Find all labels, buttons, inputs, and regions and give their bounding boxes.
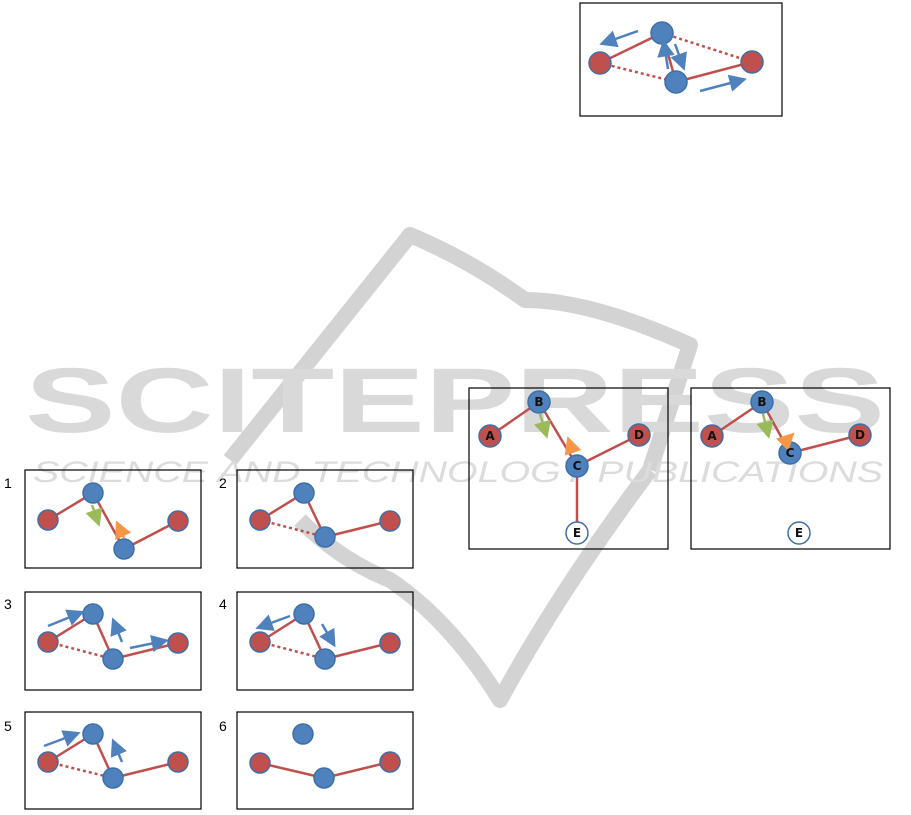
node-label: A <box>707 429 717 443</box>
panel-number: 2 <box>219 475 227 491</box>
red-node <box>741 51 763 73</box>
blue-node <box>114 539 134 559</box>
red-node <box>168 511 188 531</box>
blue-node <box>315 527 335 547</box>
blue-node <box>315 649 335 669</box>
node-label: C <box>786 446 795 460</box>
attraction-arrow-green <box>92 505 98 522</box>
movement-arrow <box>700 80 742 91</box>
node-label: C <box>573 459 582 473</box>
blue-node <box>665 71 687 93</box>
edge <box>676 62 752 82</box>
edge-dotted <box>600 63 676 82</box>
movement-arrow <box>114 743 122 762</box>
panel-5: 5 <box>4 712 201 809</box>
red-node <box>250 753 270 773</box>
blue-node <box>651 22 673 44</box>
blue-node <box>103 768 123 788</box>
blue-node <box>103 649 123 669</box>
node-label: E <box>795 526 803 540</box>
node-label: E <box>573 526 581 540</box>
blue-node <box>83 604 103 624</box>
red-node <box>380 633 400 653</box>
blue-node <box>83 724 103 744</box>
node-label: B <box>534 395 543 409</box>
node-label: D <box>855 428 865 442</box>
panel-number: 4 <box>219 596 227 612</box>
red-node <box>250 632 270 652</box>
blue-node <box>293 724 313 744</box>
red-node <box>168 752 188 772</box>
panel-3: 3 <box>4 592 201 690</box>
blue-node <box>294 483 314 503</box>
movement-arrow <box>322 624 333 643</box>
red-node <box>380 511 400 531</box>
red-node <box>380 752 400 772</box>
watermark: SCITEPRESS SCIENCE AND TECHNOLOGY PUBLIC… <box>25 235 885 700</box>
panel-number: 3 <box>4 596 12 612</box>
red-node <box>38 632 58 652</box>
node-label: B <box>757 395 766 409</box>
red-node <box>168 633 188 653</box>
blue-node <box>83 483 103 503</box>
movement-arrow <box>114 622 122 642</box>
node-label: D <box>634 428 644 442</box>
red-node <box>589 52 611 74</box>
blue-node <box>294 604 314 624</box>
blue-node <box>314 768 334 788</box>
red-node <box>38 510 58 530</box>
panel-number: 6 <box>219 718 227 734</box>
movement-arrow <box>44 734 76 746</box>
panel-4: 4 <box>219 592 413 690</box>
panel-top-right <box>580 3 782 116</box>
panel-6: 6 <box>219 712 413 809</box>
node-label: A <box>485 429 495 443</box>
watermark-tagline: SCIENCE AND TECHNOLOGY PUBLICATIONS <box>33 456 883 489</box>
movement-arrow <box>675 44 683 66</box>
panel-number: 1 <box>4 475 12 491</box>
movement-arrow <box>604 31 638 43</box>
panel-number: 5 <box>4 718 12 734</box>
attraction-arrow-orange <box>118 525 124 538</box>
red-node <box>250 510 270 530</box>
red-node <box>38 752 58 772</box>
